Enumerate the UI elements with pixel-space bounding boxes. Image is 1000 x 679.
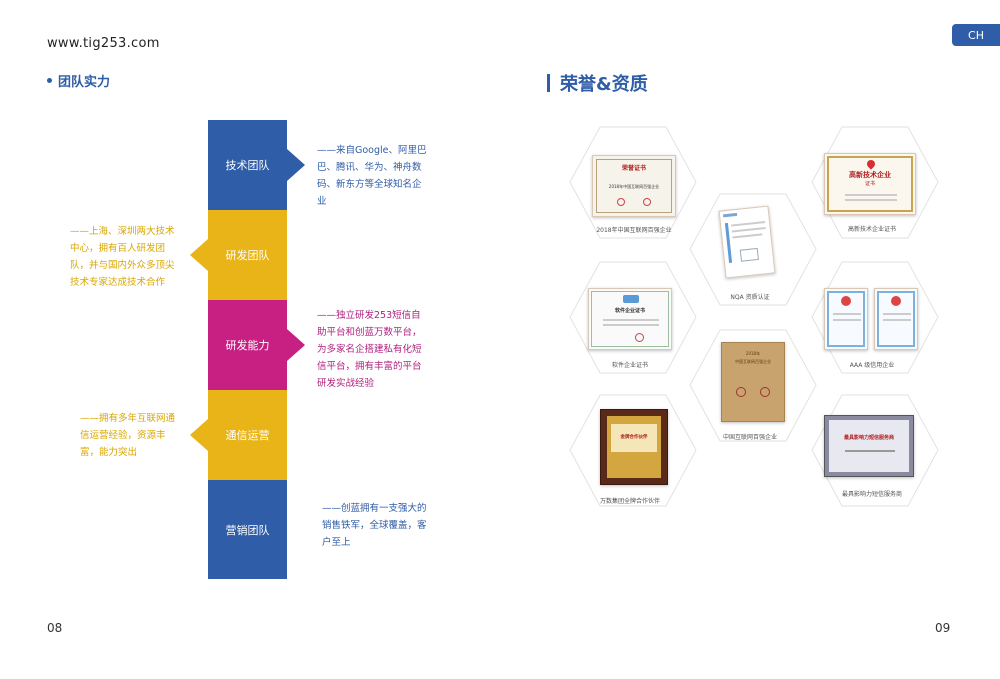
- arrow-left-icon: [190, 239, 208, 271]
- hex-cert-8: 最具影响力短信服务商 最具影响力短信服务商: [810, 393, 940, 508]
- certificate-image: 最具影响力短信服务商: [824, 415, 914, 477]
- page-number-right: 09: [935, 621, 951, 635]
- cert-title: 高新技术企业: [849, 171, 891, 179]
- arrow-right-icon: [287, 329, 305, 361]
- hexagon-outline-icon: [811, 261, 939, 374]
- cert-subtitle: 2018年中国互联网百强企业: [608, 184, 660, 189]
- block-label: 通信运营: [225, 429, 270, 442]
- title-bar-icon: [547, 74, 550, 92]
- certificate-image: 荣誉证书 2018年中国互联网百强企业: [592, 155, 676, 217]
- cert-caption: 中国互联网百强企业: [722, 434, 778, 441]
- desc-rd-team: ——上海、深圳两大技术中心，拥有百人研发团队，并与国内外众多顶尖技术专家达成技术…: [70, 226, 175, 288]
- cert-caption: 软件企业证书: [611, 362, 649, 369]
- hex-cert-4: 软件企业证书 软件企业证书: [568, 260, 698, 375]
- bullet-dot-icon: [47, 78, 52, 83]
- cert-caption: 最具影响力短信服务商: [841, 491, 903, 498]
- block-label: 研发团队: [225, 249, 270, 262]
- cert-caption: 万数集团全牌合作伙伴: [599, 498, 661, 505]
- desc-marketing-team: ——创蓝拥有一支强大的销售铁军，全球覆盖，客户至上: [322, 503, 427, 548]
- language-tab[interactable]: CH: [952, 24, 1000, 46]
- certificate-image: 金牌合作伙伴: [600, 409, 668, 485]
- block-label: 研发能力: [225, 339, 270, 352]
- hex-cert-5: AAA 级信用企业: [810, 260, 940, 375]
- hexagon-outline-icon: [569, 394, 697, 507]
- block-label: 技术团队: [225, 159, 270, 172]
- block-telecom-operation: 通信运营: [208, 390, 287, 480]
- honors-heading: 荣誉&资质: [547, 70, 648, 96]
- arrow-right-icon: [287, 149, 305, 181]
- block-rd-capability: 研发能力: [208, 300, 287, 390]
- team-strength-heading: 团队实力: [47, 71, 110, 90]
- cert-title: 荣誉证书: [621, 165, 646, 172]
- cert-caption: AAA 级信用企业: [849, 362, 895, 369]
- hex-cert-6: 2018年 中国互联网百强企业 中国互联网百强企业: [688, 328, 818, 443]
- hex-cert-7: 金牌合作伙伴 万数集团全牌合作伙伴: [568, 393, 698, 508]
- cert-caption: 2018年中国互联网百强企业: [596, 227, 672, 234]
- cert-title: 金牌合作伙伴: [620, 435, 648, 440]
- hex-cert-3: NQA 资质认证: [688, 192, 818, 307]
- team-strength-title: 团队实力: [58, 75, 111, 90]
- block-marketing-team: 营销团队: [208, 480, 287, 579]
- block-tech-team: 技术团队: [208, 120, 287, 210]
- arrow-left-icon: [190, 419, 208, 451]
- cert-emblem-icon: [623, 295, 639, 303]
- cert-subtitle: 证书: [864, 181, 875, 187]
- hex-cert-1: 荣誉证书 2018年中国互联网百强企业 2018年中国互联网百强企业: [568, 125, 698, 240]
- hexagon-outline-icon: [689, 193, 817, 306]
- cert-title: 软件企业证书: [614, 308, 645, 314]
- website-url: www.tig253.com: [47, 36, 160, 51]
- certificate-image: [824, 288, 868, 350]
- hexagon-outline-icon: [811, 126, 939, 239]
- desc-tech-team: ——来自Google、阿里巴巴、腾讯、华为、神舟数码、新东方等全球知名企业: [317, 145, 427, 207]
- cert-caption: NQA 资质认证: [730, 294, 770, 301]
- desc-rd-capability: ——独立研发253短信自助平台和创蓝万数平台，为多家名企搭建私有化短信平台，拥有…: [317, 310, 422, 389]
- cert-caption: 高新技术企业证书: [847, 226, 897, 233]
- certificate-image: 软件企业证书: [588, 288, 672, 350]
- cert-subtitle: 中国互联网百强企业: [735, 359, 771, 364]
- cert-title: 最具影响力短信服务商: [843, 435, 894, 441]
- desc-telecom-operation: ——拥有多年互联网通信运营经验，资源丰富，能力突出: [80, 413, 176, 458]
- hex-cert-2: 高新技术企业 证书 高新技术企业证书: [810, 125, 940, 240]
- honors-title: 荣誉&资质: [560, 74, 648, 95]
- certificate-image: 高新技术企业 证书: [824, 153, 916, 215]
- certificate-image: [718, 205, 776, 279]
- cert-title: 2018年: [745, 351, 761, 356]
- hexagon-outline-icon: [811, 394, 939, 507]
- hexagon-outline-icon: [689, 329, 817, 442]
- block-rd-team: 研发团队: [208, 210, 287, 300]
- page-number-left: 08: [47, 621, 63, 635]
- certificate-image: [874, 288, 918, 350]
- block-label: 营销团队: [225, 523, 270, 537]
- certificate-image: 2018年 中国互联网百强企业: [721, 342, 785, 422]
- hexagon-outline-icon: [569, 261, 697, 374]
- hexagon-outline-icon: [569, 126, 697, 239]
